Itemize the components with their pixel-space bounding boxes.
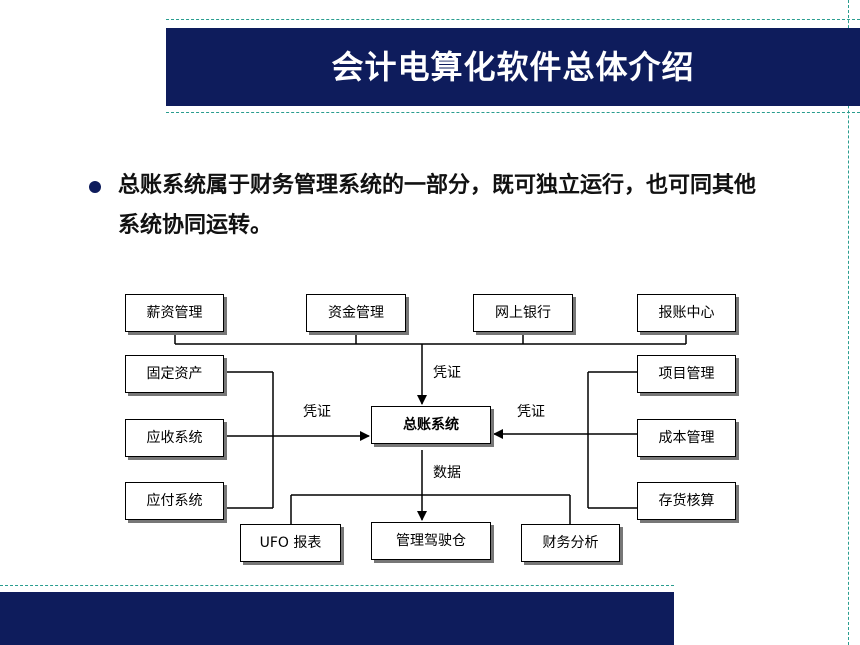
node-fixed-assets: 固定资产	[125, 355, 224, 393]
bottom-dashed-rule	[0, 585, 674, 586]
node-online-bank: 网上银行	[473, 294, 573, 332]
bottom-bar	[0, 592, 674, 645]
node-payable: 应付系统	[125, 482, 224, 520]
node-salary: 薪资管理	[125, 294, 224, 332]
edge-label-right: 凭证	[517, 404, 545, 420]
slide-title: 会计电算化软件总体介绍	[331, 48, 695, 86]
node-ufo-report: UFO 报表	[240, 524, 341, 562]
bullet-dot	[89, 181, 101, 193]
edge-label-top: 凭证	[433, 365, 461, 381]
bullet-text: 总账系统属于财务管理系统的一部分，既可独立运行，也可同其他系统协同运转。	[118, 173, 757, 238]
top-dashed-rule	[166, 19, 860, 20]
edge-label-left: 凭证	[303, 404, 331, 420]
node-finance-analysis: 财务分析	[521, 524, 620, 562]
node-cost: 成本管理	[637, 419, 736, 457]
node-receivable: 应收系统	[125, 419, 224, 457]
edge-label-bottom: 数据	[433, 465, 461, 481]
node-general-ledger: 总账系统	[371, 406, 491, 444]
node-inventory: 存货核算	[637, 482, 736, 520]
title-under-rule	[166, 112, 860, 113]
node-funds: 资金管理	[306, 294, 406, 332]
node-reimburse: 报账中心	[637, 294, 736, 332]
right-dashed-rule	[848, 0, 849, 645]
node-management-cockpit: 管理驾驶仓	[371, 522, 491, 560]
node-project: 项目管理	[637, 355, 736, 393]
title-bar: 会计电算化软件总体介绍	[166, 28, 860, 106]
